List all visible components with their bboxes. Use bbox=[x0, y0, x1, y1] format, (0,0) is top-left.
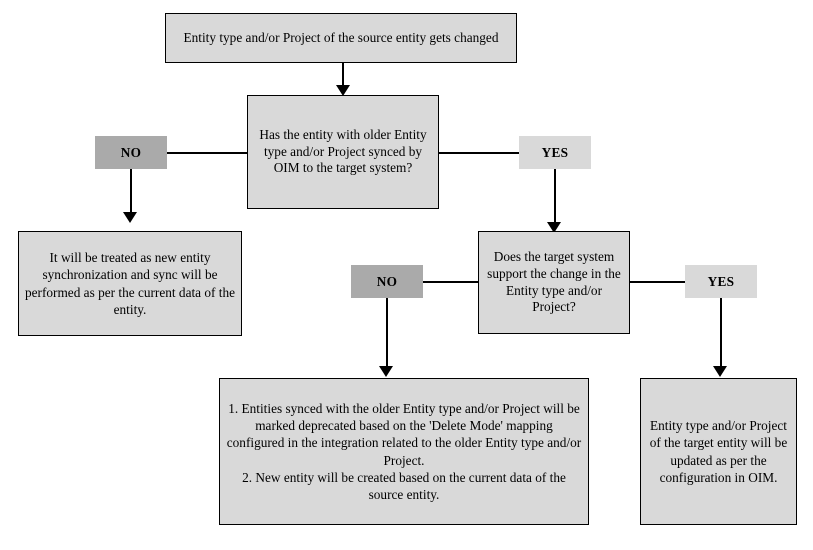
branch-label-decision1-yes-text: YES bbox=[541, 144, 569, 160]
connector-yes1-to-decision2 bbox=[553, 169, 556, 225]
connector-decision2-to-no bbox=[423, 281, 479, 284]
branch-label-decision2-no-text: NO bbox=[376, 273, 398, 289]
branch-label-decision1-no-text: NO bbox=[120, 144, 142, 160]
node-result-deprecate-label: 1. Entities synced with the older Entity… bbox=[226, 400, 582, 503]
node-result-update: Entity type and/or Project of the target… bbox=[640, 378, 797, 525]
node-decision-1-label: Has the entity with older Entity type an… bbox=[259, 126, 427, 176]
arrowhead-yes2-to-result bbox=[713, 366, 727, 377]
node-result-update-label: Entity type and/or Project of the target… bbox=[649, 417, 788, 485]
connector-decision2-to-yes bbox=[629, 281, 686, 284]
connector-start-to-decision1 bbox=[342, 63, 345, 88]
node-start-label: Entity type and/or Project of the source… bbox=[183, 30, 499, 46]
node-decision-2: Does the target system support the chang… bbox=[478, 231, 630, 334]
arrowhead-no1-to-result bbox=[123, 212, 137, 223]
node-result-new-sync-label: It will be treated as new entity synchro… bbox=[24, 249, 236, 317]
connector-decision1-to-no bbox=[167, 152, 248, 155]
node-decision-2-label: Does the target system support the chang… bbox=[487, 248, 621, 315]
arrowhead-no2-to-result bbox=[379, 366, 393, 377]
branch-label-decision1-no: NO bbox=[95, 136, 167, 169]
node-start: Entity type and/or Project of the source… bbox=[165, 13, 517, 63]
node-result-new-sync: It will be treated as new entity synchro… bbox=[18, 231, 242, 336]
arrowhead-yes1-to-decision2 bbox=[547, 222, 561, 233]
arrowhead-start-to-decision1 bbox=[335, 85, 350, 96]
branch-label-decision1-yes: YES bbox=[519, 136, 591, 169]
node-decision-1: Has the entity with older Entity type an… bbox=[247, 95, 439, 209]
connector-no2-to-result bbox=[385, 298, 388, 369]
connector-no1-to-result bbox=[129, 169, 132, 215]
branch-label-decision2-yes-text: YES bbox=[707, 273, 735, 289]
connector-decision1-to-yes bbox=[438, 152, 520, 155]
branch-label-decision2-yes: YES bbox=[685, 265, 757, 298]
node-result-deprecate: 1. Entities synced with the older Entity… bbox=[219, 378, 589, 525]
connector-yes2-to-result bbox=[719, 298, 722, 369]
branch-label-decision2-no: NO bbox=[351, 265, 423, 298]
